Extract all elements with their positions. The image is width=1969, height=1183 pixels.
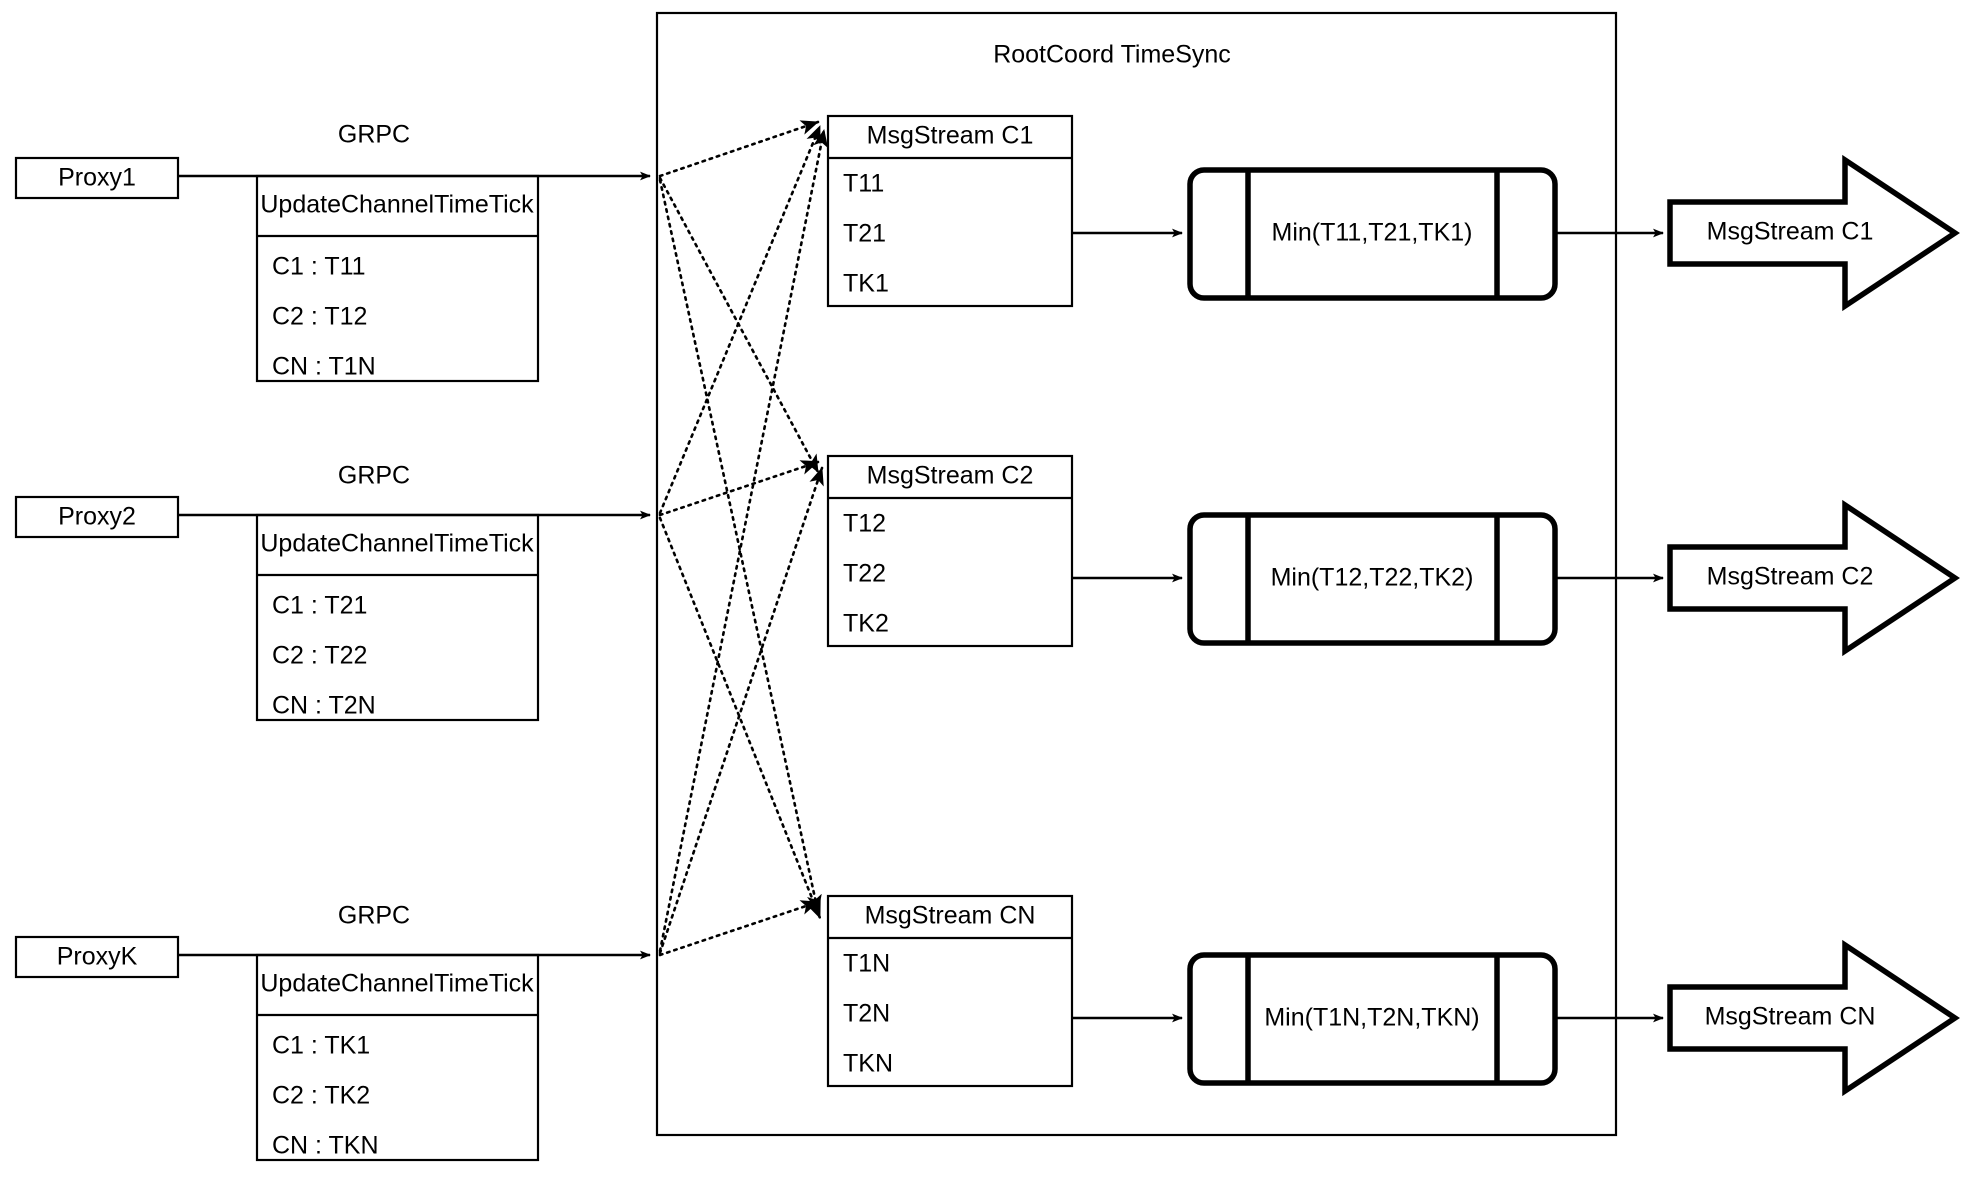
rootcoord-timesync-container: RootCoord TimeSync (655, 11, 1618, 1137)
msgstream-card-2: MsgStream C2 T12 T22 TK2 (826, 454, 1074, 648)
card-row-2-2: C2 : T22 (272, 642, 367, 670)
msgstream-card-title-2: MsgStream C2 (867, 462, 1034, 490)
msgstream-card-1: MsgStream C1 T11 T21 TK1 (826, 114, 1074, 308)
grpc-label-3: GRPC (338, 902, 410, 930)
msgstream-row-1-2: T21 (843, 220, 886, 248)
card-row-3-1: C1 : TK1 (272, 1032, 370, 1060)
card-title-2: UpdateChannelTimeTick (260, 530, 534, 558)
grpc-label-2: GRPC (338, 462, 410, 490)
output-block-arrow-1: MsgStream C1 (1667, 154, 1960, 312)
channel-group-1: MsgStream C1 T11 T21 TK1 Min(T11,T21,TK1… (826, 114, 1960, 312)
output-block-arrow-2: MsgStream C2 (1667, 499, 1960, 657)
update-channel-timetick-card-1: UpdateChannelTimeTick C1 : T11 C2 : T12 … (255, 174, 540, 383)
proxy-group-3: ProxyK GRPC UpdateChannelTimeTick C1 : T… (14, 902, 651, 1162)
proxy-box-1[interactable] (14, 156, 180, 200)
card-row-1-2: C2 : T12 (272, 303, 367, 331)
proxy-label-1: Proxy1 (58, 164, 136, 192)
proxy-label-3: ProxyK (57, 943, 138, 971)
output-arrow-label-2: MsgStream C2 (1707, 563, 1874, 591)
update-channel-timetick-card-3: UpdateChannelTimeTick C1 : TK1 C2 : TK2 … (255, 953, 540, 1162)
grpc-label-1: GRPC (338, 121, 410, 149)
fanout-2-to-c1 (658, 124, 822, 515)
msgstream-card-title-3: MsgStream CN (865, 902, 1036, 930)
msgstream-card-3: MsgStream CN T1N T2N TKN (826, 894, 1074, 1088)
msgstream-card-title-1: MsgStream C1 (867, 122, 1034, 150)
channel-group-2: MsgStream C2 T12 T22 TK2 Min(T12,T22,TK2… (826, 454, 1960, 657)
card-row-3-2: C2 : TK2 (272, 1082, 370, 1110)
min-label-3: Min(T1N,T2N,TKN) (1264, 1004, 1479, 1032)
proxy-box-3[interactable] (14, 935, 180, 979)
msgstream-row-3-2: T2N (843, 1000, 890, 1028)
msgstream-row-2-2: T22 (843, 560, 886, 588)
msgstream-row-1-3: TK1 (843, 270, 889, 298)
min-process-block-3: Min(T1N,T2N,TKN) (1187, 952, 1558, 1086)
fanout-3-to-c2 (658, 466, 824, 955)
msgstream-row-2-1: T12 (843, 510, 886, 538)
min-label-1: Min(T11,T21,TK1) (1272, 219, 1473, 247)
card-row-2-3: CN : T2N (272, 692, 376, 720)
container-title: RootCoord TimeSync (993, 41, 1231, 69)
proxy-group-2: Proxy2 GRPC UpdateChannelTimeTick C1 : T… (14, 462, 651, 722)
card-title-3: UpdateChannelTimeTick (260, 970, 534, 998)
timetick-fanout-connectors (658, 120, 829, 957)
card-row-2-1: C1 : T21 (272, 592, 367, 620)
output-block-arrow-3: MsgStream CN (1667, 939, 1960, 1097)
min-process-block-1: Min(T11,T21,TK1) (1187, 167, 1558, 301)
card-row-1-1: C1 : T11 (272, 253, 366, 281)
proxy-box-2[interactable] (14, 495, 180, 539)
output-arrow-label-1: MsgStream C1 (1707, 218, 1874, 246)
msgstream-row-2-3: TK2 (843, 610, 889, 638)
fanout-3-to-cn (658, 900, 820, 957)
min-process-block-2: Min(T12,T22,TK2) (1187, 512, 1558, 646)
update-channel-timetick-card-2: UpdateChannelTimeTick C1 : T21 C2 : T22 … (255, 513, 540, 722)
fanout-1-to-c1 (658, 120, 820, 178)
card-row-1-3: CN : T1N (272, 353, 376, 381)
channel-group-3: MsgStream CN T1N T2N TKN Min(T1N,T2N,TKN… (826, 894, 1960, 1097)
msgstream-row-1-1: T11 (843, 170, 884, 198)
fanout-2-to-c2 (658, 460, 820, 517)
fanout-3-to-c1 (658, 128, 829, 953)
msgstream-row-3-3: TKN (843, 1050, 893, 1078)
fanout-2-to-cn (658, 516, 822, 920)
msgstream-row-3-1: T1N (843, 950, 890, 978)
card-title-1: UpdateChannelTimeTick (260, 191, 534, 219)
fanout-1-to-cn (658, 178, 822, 914)
card-row-3-3: CN : TKN (272, 1132, 379, 1160)
proxy-label-2: Proxy2 (58, 503, 136, 531)
output-arrow-label-3: MsgStream CN (1705, 1003, 1876, 1031)
min-label-2: Min(T12,T22,TK2) (1271, 564, 1474, 592)
proxy-group-1: Proxy1 GRPC UpdateChannelTimeTick C1 : T… (14, 121, 651, 383)
